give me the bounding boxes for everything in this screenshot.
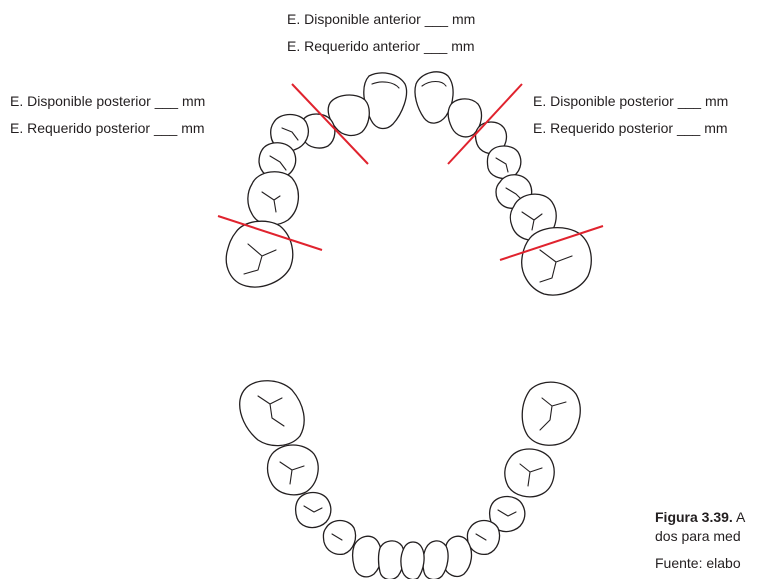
lower-first-premolar-left (323, 521, 355, 555)
upper-central-incisor-left (364, 73, 407, 129)
lower-second-premolar-left (296, 493, 331, 528)
upper-central-incisor-right (415, 72, 453, 123)
upper-arch (226, 72, 591, 295)
lower-lateral-incisor-right (423, 541, 448, 579)
lower-lateral-incisor-left (379, 541, 405, 579)
lower-central-incisor-left (401, 542, 424, 579)
lower-second-molar-left (240, 381, 304, 446)
upper-first-molar-left (248, 172, 299, 225)
lower-first-premolar-right (467, 521, 499, 555)
lower-canine-left (353, 536, 382, 577)
lower-arch (240, 381, 581, 579)
